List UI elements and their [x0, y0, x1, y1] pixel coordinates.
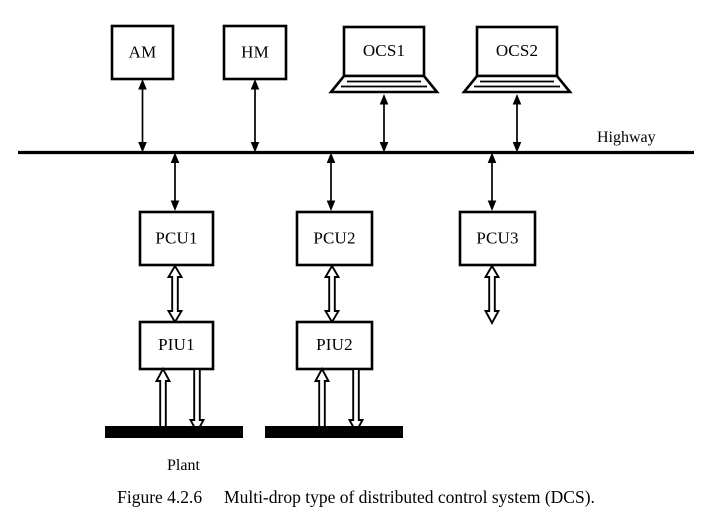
arrowhead-down: [379, 142, 389, 153]
pcu3-box: [458, 210, 537, 267]
arrowhead-down: [138, 142, 147, 153]
link-piu1-plant1-down: [188, 368, 206, 434]
plant-label: Plant: [167, 457, 200, 474]
arrowhead-down: [512, 142, 522, 153]
node-am[interactable]: AM: [110, 24, 175, 81]
ocs2-keyboard-base: [461, 74, 573, 94]
pcu2-label: PCU2: [313, 228, 355, 247]
arrowhead-up: [326, 152, 336, 163]
piu2-box: [295, 320, 374, 371]
node-piu2[interactable]: PIU2: [295, 320, 374, 371]
link-highway-pcu3: [487, 152, 497, 211]
arrowhead-up: [138, 79, 147, 90]
hollow-arrow-up: [154, 367, 172, 433]
arrowhead-up: [487, 152, 497, 163]
link-highway-pcu2: [326, 152, 336, 211]
ocs2-screen: [475, 25, 559, 78]
arrowhead-up: [170, 152, 180, 163]
node-ocs2[interactable]: OCS2: [461, 25, 573, 94]
link-highway-pcu1: [170, 152, 180, 211]
link-ocs1-highway: [379, 94, 389, 153]
node-hm[interactable]: HM: [222, 24, 288, 81]
plant-bar-1: [105, 426, 243, 438]
arrowhead-up: [250, 79, 260, 90]
link-plant1-piu1-up: [154, 367, 172, 433]
piu1-box: [138, 320, 215, 371]
node-ocs1[interactable]: OCS1: [328, 25, 440, 94]
ocs1-label: OCS1: [363, 41, 405, 60]
pcu3-label: PCU3: [476, 228, 518, 247]
arrowhead-down: [250, 142, 260, 153]
pcu1-box: [138, 210, 215, 267]
piu2-label: PIU2: [316, 335, 353, 354]
pcu1-label: PCU1: [155, 228, 197, 247]
link-piu2-plant2-down: [347, 368, 365, 434]
hollow-arrow-down: [188, 368, 206, 434]
hollow-double-arrow: [166, 264, 184, 324]
arrowhead-up: [512, 94, 522, 105]
node-pcu2[interactable]: PCU2: [295, 210, 374, 267]
link-pcu2-piu2: [323, 264, 341, 324]
link-am-highway: [138, 79, 147, 153]
ocs1-keyboard-base: [328, 74, 440, 94]
hollow-arrow-up: [313, 367, 331, 433]
link-ocs2-highway: [512, 94, 522, 153]
node-pcu1[interactable]: PCU1: [138, 210, 215, 267]
arrowhead-down: [326, 200, 336, 211]
link-pcu1-piu1: [166, 264, 184, 324]
figure-caption: Figure 4.2.6 Multi-drop type of distribu…: [117, 487, 595, 507]
plant-bar-2: [265, 426, 403, 438]
highway-label: Highway: [597, 129, 656, 146]
hollow-double-arrow: [483, 264, 501, 325]
arrowhead-down: [170, 200, 180, 211]
hollow-arrow-down: [347, 368, 365, 434]
node-pcu3[interactable]: PCU3: [458, 210, 537, 267]
ocs2-label: OCS2: [496, 41, 538, 60]
link-hm-highway: [250, 79, 260, 153]
node-piu1[interactable]: PIU1: [138, 320, 215, 371]
arrowhead-up: [379, 94, 389, 105]
am-label: AM: [129, 42, 157, 61]
hm-label: HM: [241, 42, 269, 61]
piu1-label: PIU1: [158, 335, 195, 354]
arrowhead-down: [487, 200, 497, 211]
link-plant2-piu2-up: [313, 367, 331, 433]
link-pcu3-field: [483, 264, 501, 325]
pcu2-box: [295, 210, 374, 267]
hollow-double-arrow: [323, 264, 341, 324]
